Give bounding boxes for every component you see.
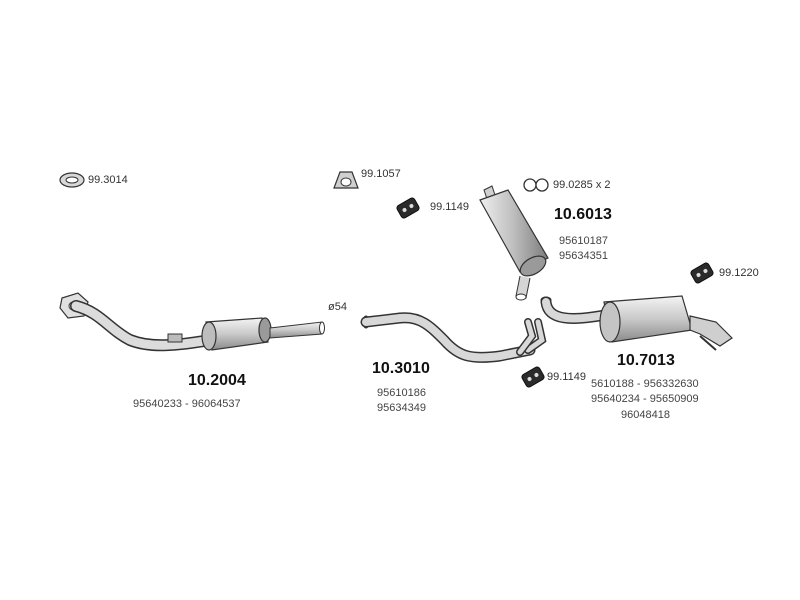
bracket-icon-top	[396, 197, 420, 219]
part-ref: 95634349	[377, 402, 426, 414]
rubber-ring-icon	[523, 178, 549, 192]
part-ref: 95640234 - 95650909	[591, 393, 699, 405]
gasket-icon	[59, 172, 85, 188]
part-code-10-7013: 10.7013	[617, 352, 675, 369]
middle-silencer	[479, 185, 549, 301]
accessory-label-99-1149-top: 99.1149	[430, 201, 469, 213]
part-code-10-6013: 10.6013	[554, 206, 612, 223]
part-ref: 95640233 - 96064537	[133, 398, 241, 410]
accessory-label-99-1057: 99.1057	[361, 168, 401, 180]
part-code-10-3010: 10.3010	[372, 360, 430, 377]
part-code-10-2004: 10.2004	[188, 372, 246, 389]
accessory-label-99-3014: 99.3014	[88, 174, 128, 186]
part-ref: 95610187	[559, 235, 608, 247]
front-pipe-catalyst	[59, 292, 325, 352]
accessory-label-99-1220: 99.1220	[719, 267, 759, 279]
rear-silencer	[540, 295, 733, 351]
intermediate-pipe	[360, 312, 547, 363]
accessory-label-99-1149-bottom: 99.1149	[547, 371, 586, 383]
part-ref: 96048418	[621, 409, 670, 421]
part-ref: 95610186	[377, 387, 426, 399]
bracket-icon-right	[690, 262, 714, 284]
clamp-icon	[333, 171, 359, 189]
part-ref: 5610188 - 956332630	[591, 378, 699, 390]
accessory-label-99-0285: 99.0285 x 2	[553, 179, 611, 191]
diameter-annotation: ø54	[328, 301, 347, 313]
part-ref: 95634351	[559, 250, 608, 262]
bracket-icon-bottom	[521, 366, 545, 388]
